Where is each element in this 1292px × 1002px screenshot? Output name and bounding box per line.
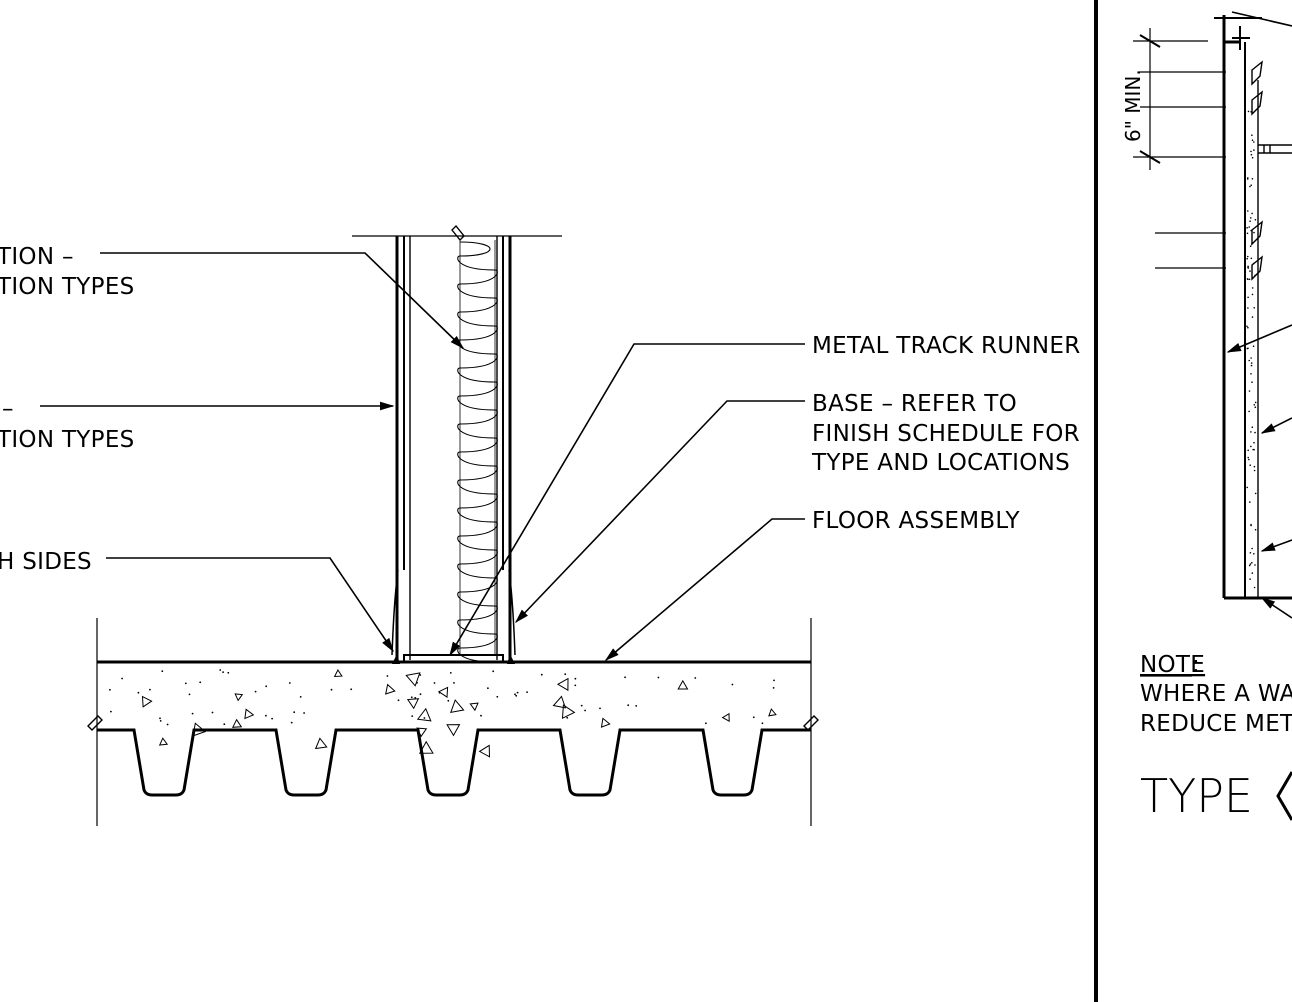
insulation-label-line2: TION TYPES (0, 274, 135, 300)
right-leaders (1226, 324, 1292, 619)
type-tag-symbol (1276, 771, 1292, 821)
sealant-label: H SIDES (0, 549, 92, 575)
track-runner-label: METAL TRACK RUNNER (812, 333, 1081, 359)
wall-base-detail: TION – TION TYPES – TION TYPES H SIDES M… (0, 224, 1081, 826)
base-label-line3: TYPE AND LOCATIONS (811, 450, 1070, 476)
insulation-break-symbol (451, 224, 465, 242)
board-label-line2: TION TYPES (0, 427, 135, 453)
wall-board-texture (1246, 110, 1257, 589)
wall-head-detail: 6" MIN. NOTE : (1121, 11, 1292, 823)
note-colon: : (1192, 652, 1200, 678)
batt-insulation (457, 241, 498, 663)
board-label-line1: – (2, 396, 14, 422)
insulation-label-line1: TION – (0, 244, 74, 270)
base-label-line2: FINISH SCHEDULE FOR (812, 421, 1080, 447)
concrete-aggregate (109, 669, 777, 758)
note-line1: WHERE A WAL (1140, 681, 1292, 707)
left-gypsum-board (395, 236, 405, 660)
metal-deck (97, 728, 811, 797)
note-line2: REDUCE META (1140, 711, 1292, 737)
leaders (40, 252, 805, 661)
base-label-line1: BASE – REFER TO (812, 391, 1017, 417)
right-gypsum-board (496, 236, 512, 660)
wall-layers (1222, 42, 1292, 600)
floor-assembly-label: FLOOR ASSEMBLY (812, 508, 1020, 534)
dimension-text: 6" MIN. (1121, 69, 1145, 142)
concrete-slab (87, 618, 819, 826)
type-label: TYPE (1140, 769, 1253, 823)
note-heading: NOTE (1140, 652, 1205, 678)
dimension-lines (1133, 28, 1226, 269)
